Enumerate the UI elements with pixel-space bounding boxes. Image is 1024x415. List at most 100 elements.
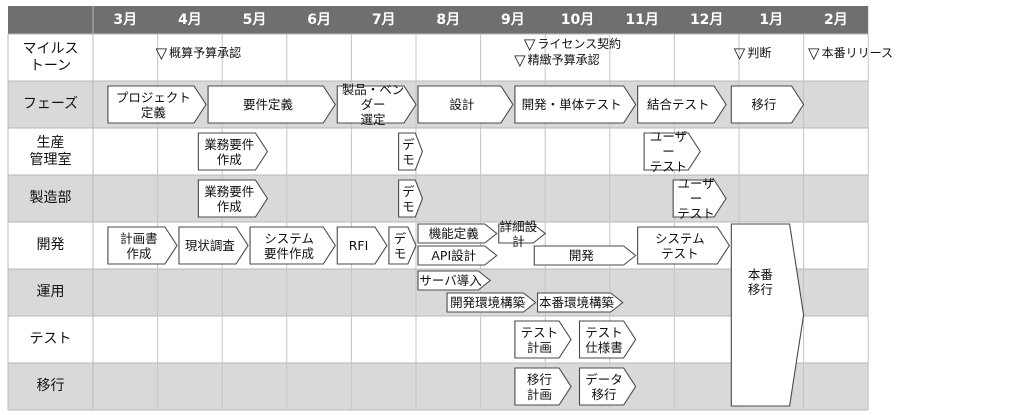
- task-arrow-25: [536, 292, 624, 313]
- task-label-12: ユーザー テスト: [677, 176, 715, 221]
- row-band-2: [8, 128, 869, 175]
- task-arrow-18: [637, 226, 730, 265]
- month-label-4: 7月: [371, 11, 396, 28]
- task-arrow-4: [514, 85, 637, 124]
- task-arrow-12: [672, 179, 727, 218]
- row-label-4: 開発: [36, 237, 65, 253]
- task-label-22: 開発: [568, 248, 594, 263]
- milestone-triangle-icon: ▽: [808, 43, 820, 62]
- task-arrow-26: [514, 320, 572, 359]
- task-arrow-29: [578, 367, 637, 406]
- milestone-2: ▽精緻予算承認: [514, 51, 600, 68]
- month-label-7: 10月: [560, 11, 595, 28]
- month-label-6: 9月: [501, 11, 525, 28]
- month-label-2: 5月: [242, 11, 267, 28]
- month-label-5: 8月: [436, 11, 461, 28]
- task-label-18: システム テスト: [655, 230, 705, 261]
- task-arrow-15: [249, 226, 336, 265]
- milestone-label: 判断: [747, 46, 772, 60]
- task-label-27: テスト 仕様書: [585, 324, 623, 355]
- task-label-28: 移行 計画: [526, 371, 552, 402]
- row-label-0: マイルス トーン: [22, 40, 79, 74]
- task-label-13: 計画書 作成: [120, 230, 158, 261]
- task-arrow-21: [498, 223, 547, 244]
- task-arrow-7: [197, 132, 269, 171]
- month-label-3: 6月: [307, 11, 331, 28]
- month-label-8: 11月: [625, 11, 659, 28]
- row-label-3: 製造部: [29, 190, 72, 206]
- task-arrow-6: [730, 85, 805, 124]
- task-label-26: テスト 計画: [520, 324, 559, 355]
- task-label-production-migration: 本番 移行: [747, 267, 773, 297]
- task-arrow-2: [336, 85, 417, 124]
- task-arrow-9: [643, 132, 701, 171]
- task-arrow-20: [417, 245, 498, 266]
- row-band-0: [8, 34, 869, 81]
- month-label-10: 1月: [759, 11, 784, 28]
- task-label-23: サーバ導入: [419, 273, 482, 288]
- task-arrow-0: [107, 85, 207, 124]
- task-arrow-28: [514, 367, 572, 406]
- task-label-25: 本番環境構築: [538, 295, 614, 310]
- task-label-1: 要件定義: [243, 97, 294, 112]
- task-arrow-8: [398, 132, 424, 171]
- task-label-4: 開発・単体テスト: [521, 97, 622, 112]
- task-arrow-19: [417, 223, 498, 244]
- row-band-6: [8, 316, 869, 363]
- task-label-19: 機能定義: [428, 226, 479, 241]
- milestone-3: ▽判断: [734, 44, 772, 61]
- task-arrow-production-migration: [730, 223, 805, 407]
- month-label-9: 12月: [689, 11, 724, 28]
- milestone-label: 精緻予算承認: [527, 53, 600, 67]
- milestone-4: ▽本番リリース: [808, 44, 893, 61]
- task-arrow-3: [417, 85, 514, 124]
- milestone-triangle-icon: ▽: [155, 43, 168, 62]
- task-label-14: 現状調査: [184, 238, 235, 253]
- task-label-2: 製品・ベンダー 選定: [341, 82, 405, 127]
- task-label-10: 業務要件 作成: [204, 183, 255, 214]
- month-label-0: 3月: [113, 11, 138, 28]
- task-arrow-16: [336, 226, 388, 265]
- row-label-7: 移行: [36, 378, 65, 394]
- milestone-label: ライセンス契約: [537, 37, 622, 51]
- header-band: [8, 6, 869, 34]
- milestone-label: 概算予算承認: [169, 46, 242, 60]
- task-arrow-10: [197, 179, 269, 218]
- task-arrow-1: [207, 85, 336, 124]
- task-label-3: 設計: [449, 97, 475, 112]
- milestone-label: 本番リリース: [821, 46, 893, 60]
- task-label-20: API設計: [431, 248, 477, 263]
- task-label-29: データ 移行: [585, 371, 623, 402]
- month-label-11: 2月: [824, 11, 848, 28]
- row-label-6: テスト: [29, 331, 72, 347]
- task-arrow-11: [398, 179, 424, 218]
- task-arrow-13: [107, 226, 178, 265]
- row-label-5: 運用: [36, 284, 65, 300]
- task-label-7: 業務要件 作成: [204, 136, 255, 167]
- task-label-21: 詳細設計: [499, 218, 538, 249]
- milestone-1: ▽ライセンス契約: [524, 35, 621, 52]
- task-arrow-22: [533, 245, 637, 266]
- task-arrow-24: [446, 292, 537, 313]
- task-label-24: 開発環境構築: [450, 295, 526, 310]
- task-label-17: デモ: [393, 230, 407, 261]
- task-label-11: デモ: [402, 183, 415, 214]
- task-arrow-17: [388, 226, 417, 265]
- task-label-9: ユーザー テスト: [649, 129, 688, 174]
- task-arrow-23: [417, 270, 492, 291]
- row-band-7: [8, 363, 869, 410]
- task-arrow-27: [578, 320, 637, 359]
- task-label-0: プロジェクト 定義: [115, 89, 191, 120]
- row-label-2: 生産 管理室: [29, 134, 72, 168]
- task-label-16: RFI: [348, 238, 369, 253]
- milestone-triangle-icon: ▽: [523, 34, 536, 53]
- milestone-0: ▽概算予算承認: [156, 44, 242, 61]
- task-label-15: システム 要件作成: [264, 230, 315, 261]
- task-arrow-14: [178, 226, 249, 265]
- task-label-8: デモ: [402, 136, 415, 167]
- row-label-1: フェーズ: [22, 96, 79, 112]
- task-label-5: 結合テスト: [646, 97, 710, 112]
- task-label-6: 移行: [751, 97, 777, 112]
